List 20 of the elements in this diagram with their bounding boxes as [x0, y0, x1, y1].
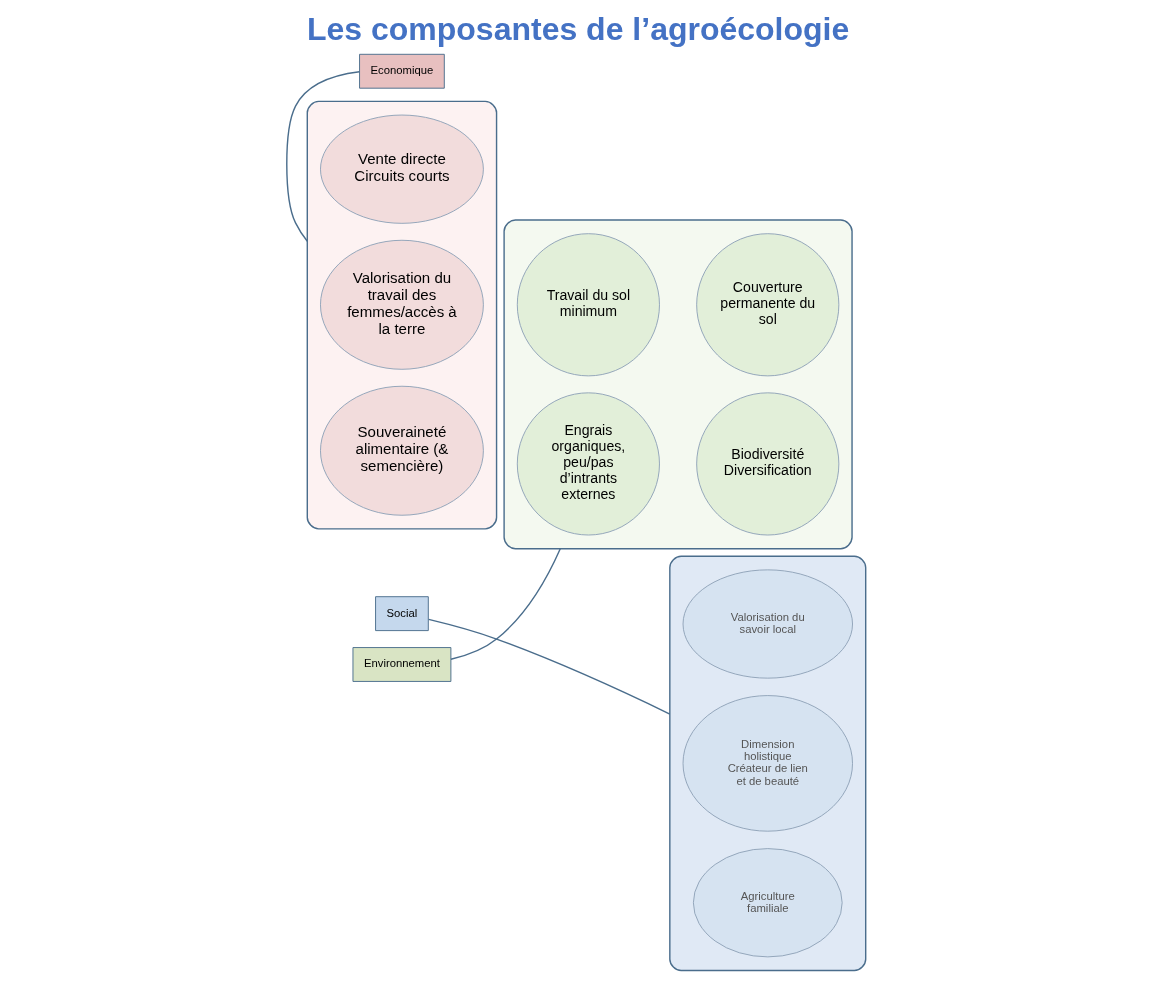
diagram-title: Les composantes de l’agroécologie [306, 11, 849, 48]
cluster [668, 555, 866, 972]
node-ellipse: Agriculture familiale [692, 848, 843, 958]
node-circle: Couverture permanente du sol [695, 233, 839, 377]
node-ellipse: Valorisation du savoir local [682, 569, 853, 679]
connector [285, 71, 360, 242]
cluster [306, 100, 497, 530]
node-circle: Engrais organiques, peu/pas d’intrants externes [516, 392, 660, 536]
node-box: Social [374, 596, 429, 632]
connector [427, 618, 671, 715]
node-box: Environnement [352, 647, 451, 682]
node-ellipse: Vente directe Circuits courts [319, 114, 484, 224]
node-box: Economique [358, 53, 445, 89]
node-ellipse: Dimension holistique Créateur de lien et de beauté [682, 695, 853, 832]
cluster [502, 219, 853, 550]
node-circle: Travail du sol minimum [516, 233, 660, 377]
node-ellipse: Souveraineté alimentaire (& semencière) [319, 385, 484, 516]
node-circle: Biodiversité Diversification [695, 392, 839, 536]
node-ellipse: Valorisation du travail des femmes/accès à la terre [319, 239, 484, 370]
connector [449, 547, 561, 660]
